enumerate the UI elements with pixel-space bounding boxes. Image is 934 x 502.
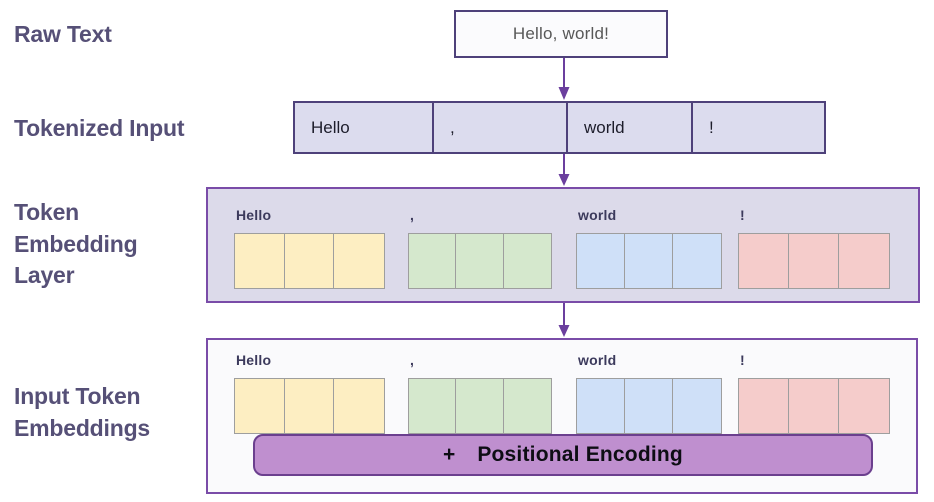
embedding-cell — [334, 234, 384, 288]
embedding-group-token-label: , — [410, 352, 415, 368]
arrow-down-raw-to-tokenized — [558, 58, 570, 100]
embedding-cell — [672, 234, 721, 288]
embedding-group-token-label: ! — [740, 207, 745, 223]
input-token-embeddings-panel: Hello , world ! — [206, 338, 918, 494]
arrow-down-embedding-to-input-embeddings — [558, 303, 570, 337]
embedding-vector — [738, 378, 890, 434]
embedding-vector — [234, 378, 385, 434]
embedding-vector — [738, 233, 890, 289]
embedding-group-token-label: , — [410, 207, 415, 223]
row-label-input-token-embeddings: Input Token Embeddings — [14, 383, 151, 441]
embedding-group-token-label: Hello — [236, 352, 272, 368]
embedding-cell — [284, 234, 335, 288]
embedding-cell — [334, 379, 384, 433]
embedding-cell — [788, 234, 839, 288]
embedding-cell — [456, 379, 504, 433]
embedding-cell — [788, 379, 839, 433]
embedding-cell — [624, 379, 673, 433]
embedding-cell — [235, 234, 285, 288]
embedding-group-token-label: Hello — [236, 207, 272, 223]
positional-encoding-bar: + Positional Encoding — [253, 434, 873, 476]
embedding-vector — [408, 378, 552, 434]
embedding-vector — [576, 378, 722, 434]
embedding-cell — [838, 379, 889, 433]
embedding-cell — [624, 234, 673, 288]
embedding-vector — [408, 233, 552, 289]
tokenized-cell: Hello — [295, 103, 434, 152]
tokenized-cell: ! — [693, 103, 824, 152]
embedding-cell — [503, 379, 551, 433]
plus-icon: + — [443, 443, 456, 466]
row-label-tokenized-input: Tokenized Input — [14, 115, 185, 141]
raw-text-value: Hello, world! — [512, 24, 610, 43]
embedding-cell — [838, 234, 889, 288]
embedding-cell — [503, 234, 551, 288]
embedding-group-token-label: world — [578, 352, 617, 368]
embedding-cell — [577, 234, 625, 288]
tokenized-cell: , — [434, 103, 568, 152]
embedding-cell — [739, 234, 789, 288]
embedding-cell — [739, 379, 789, 433]
embedding-cell — [409, 234, 457, 288]
embedding-vector — [576, 233, 722, 289]
embedding-cell — [235, 379, 285, 433]
tokenized-input-row: Hello , world ! — [293, 101, 826, 154]
positional-encoding-label: Positional Encoding — [477, 443, 683, 466]
arrow-down-tokenized-to-embedding — [558, 154, 570, 186]
embedding-cell — [456, 234, 504, 288]
embedding-cell — [577, 379, 625, 433]
embedding-cell — [672, 379, 721, 433]
embedding-cell — [284, 379, 335, 433]
token-embedding-layer-panel: Hello , world ! — [206, 187, 920, 303]
raw-text-box: Hello, world! — [454, 10, 668, 58]
row-label-raw-text: Raw Text — [14, 21, 112, 47]
embedding-cell — [409, 379, 457, 433]
embedding-group-token-label: world — [578, 207, 617, 223]
row-label-token-embedding-layer: Token Embedding Layer — [14, 199, 138, 289]
embedding-group-token-label: ! — [740, 352, 745, 368]
embedding-vector — [234, 233, 385, 289]
tokenized-cell: world — [568, 103, 693, 152]
